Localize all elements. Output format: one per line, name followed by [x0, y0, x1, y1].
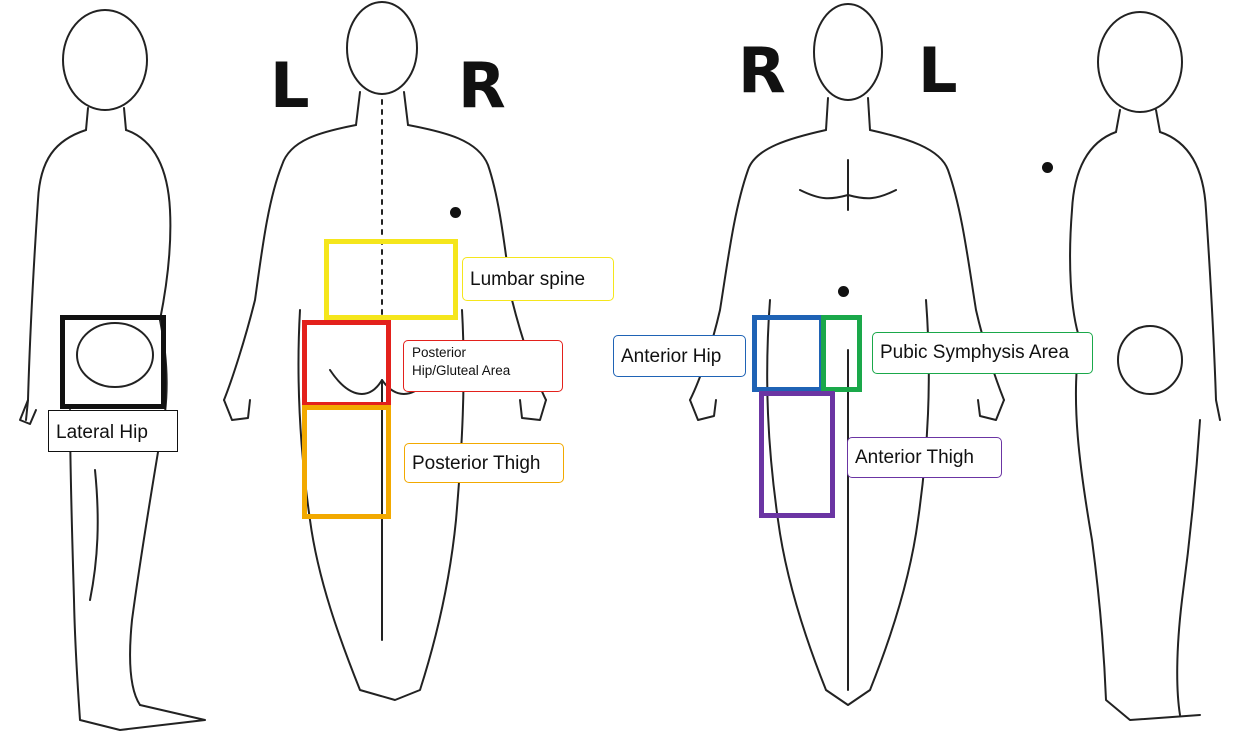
anterior-hip-label: Anterior Hip [613, 335, 746, 377]
marker-dot [838, 286, 849, 297]
posterior-hip-label-line1: Posterior [412, 344, 554, 362]
posterior-thigh-label: Posterior Thigh [404, 443, 564, 483]
lumbar-spine-label: Lumbar spine [462, 257, 614, 301]
anterior-thigh-box [759, 391, 835, 518]
posterior-hip-box [302, 320, 391, 407]
back-view-right-letter: R [458, 55, 506, 117]
pubic-symphysis-box [821, 315, 862, 392]
anterior-thigh-label: Anterior Thigh [847, 437, 1002, 478]
lumbar-spine-box [324, 239, 458, 320]
front-view-right-letter: R [738, 40, 786, 102]
posterior-thigh-box [302, 405, 391, 519]
back-view-left-letter: L [270, 55, 310, 117]
posterior-hip-label: Posterior Hip/Gluteal Area [403, 340, 563, 392]
front-view-left-letter: L [918, 40, 958, 102]
pubic-symphysis-label: Pubic Symphysis Area [872, 332, 1093, 374]
lateral-hip-label: Lateral Hip [48, 410, 178, 452]
anterior-hip-box [752, 315, 824, 392]
marker-dot [450, 207, 461, 218]
lateral-hip-box [60, 315, 166, 409]
marker-dot [1042, 162, 1053, 173]
posterior-hip-label-line2: Hip/Gluteal Area [412, 362, 554, 380]
